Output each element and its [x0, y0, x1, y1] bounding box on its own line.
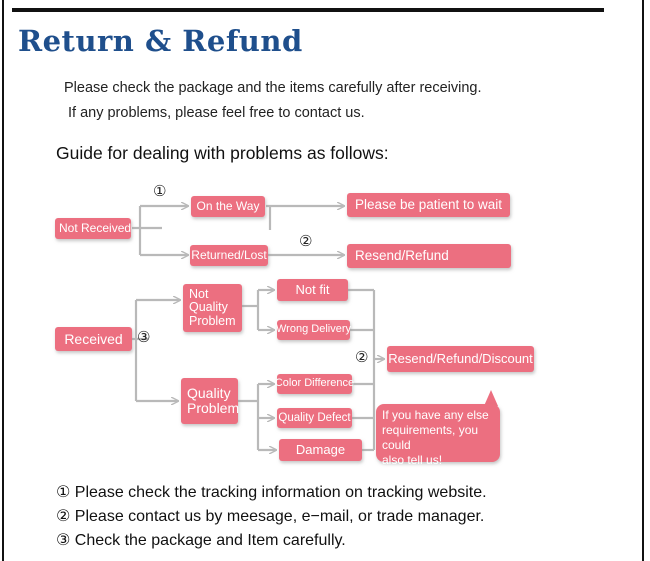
quality-line-2: Problem: [187, 400, 240, 416]
callout-line-2: requirements, you could: [382, 423, 479, 452]
note-3: ③ Check the package and Item carefully.: [56, 532, 346, 549]
frame-left-border: [2, 0, 4, 561]
marker-3: ③: [137, 328, 151, 346]
box-color-difference: Color Difference: [275, 374, 354, 394]
top-rule: [12, 8, 604, 12]
box-resend-refund-discount: Resend/Refund/Discount: [387, 346, 534, 372]
box-quality-problem: Quality Problem: [181, 378, 240, 424]
marker-2-top: ②: [299, 232, 313, 250]
box-not-received: Not Received: [55, 218, 131, 239]
box-returned-lost: Returned/Lost: [190, 245, 268, 266]
box-wrong-delivery: Wrong Delivery: [276, 320, 351, 340]
box-resend-refund: Resend/Refund: [347, 244, 511, 268]
quality-line-1: Quality: [187, 385, 231, 402]
box-received: Received: [55, 327, 132, 351]
box-not-fit: Not fit: [277, 279, 348, 301]
box-be-patient: Please be patient to wait: [347, 193, 510, 217]
callout-line-3: also tell us!: [382, 453, 443, 467]
box-on-the-way: On the Way: [191, 196, 265, 217]
note-2: ② Please contact us by meesage, e−mail, …: [56, 508, 485, 525]
marker-1: ①: [153, 182, 167, 200]
intro-line-1: Please check the package and the items c…: [64, 80, 482, 96]
box-damage: Damage: [279, 439, 362, 461]
callout-else-requirements: If you have any else requirements, you c…: [376, 404, 500, 467]
box-quality-defect: Quality Defect: [277, 408, 352, 428]
frame-right-border: [642, 0, 644, 561]
not-quality-line-3: Problem: [189, 313, 236, 328]
guide-heading: Guide for dealing with problems as follo…: [56, 143, 389, 163]
intro-line-2: If any problems, please feel free to con…: [68, 105, 365, 121]
box-not-quality-problem: Not Quality Problem: [183, 284, 242, 332]
not-quality-line-2: Quality: [189, 300, 228, 315]
callout-tail: [484, 390, 498, 406]
not-quality-line-1: Not: [189, 287, 209, 302]
marker-2-bottom: ②: [355, 348, 369, 366]
note-1: ① Please check the tracking information …: [56, 484, 487, 501]
page-title: Return & Refund: [18, 24, 303, 58]
callout-line-1: If you have any else: [382, 408, 489, 422]
